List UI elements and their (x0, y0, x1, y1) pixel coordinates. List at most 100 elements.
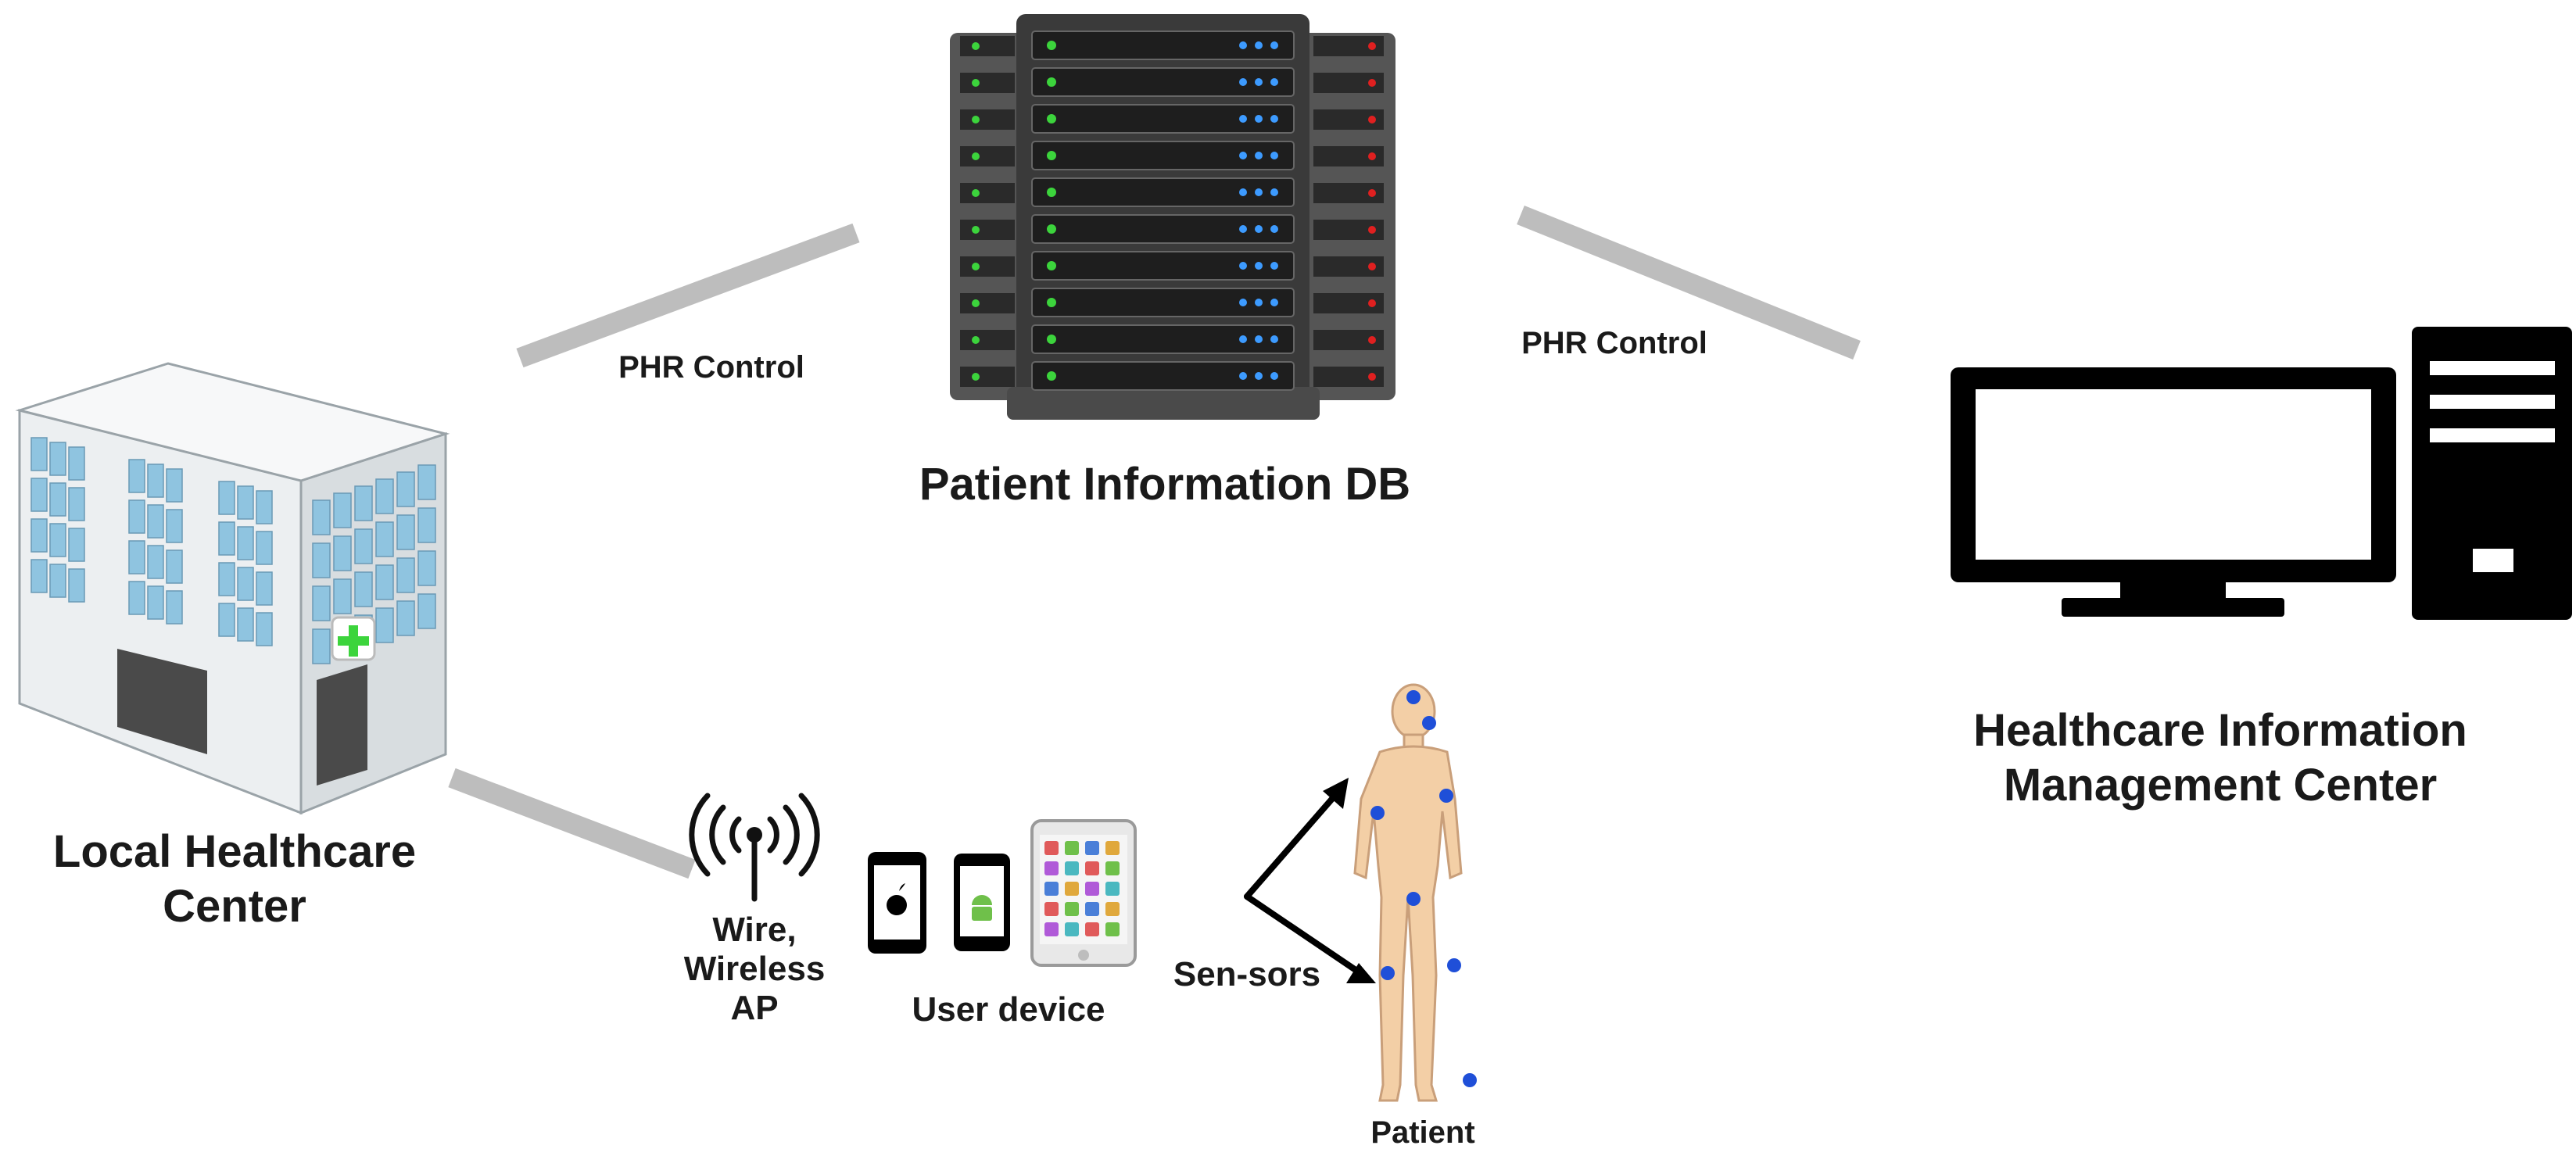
iphone-icon (868, 852, 926, 954)
app-icon (1085, 902, 1099, 916)
ap-label-line3: AP (730, 989, 779, 1027)
window (333, 578, 352, 614)
window (68, 446, 85, 481)
app-icon (1065, 861, 1079, 875)
ap-label: Wire, Wireless AP (672, 911, 837, 1028)
info-center-label: Healthcare Information Management Center (1876, 703, 2564, 813)
status-led-icon (1368, 336, 1376, 344)
status-led-icon (1368, 79, 1376, 87)
window (396, 471, 415, 507)
window (417, 464, 436, 500)
activity-led-icon (1270, 188, 1278, 196)
status-led-icon (1047, 151, 1056, 160)
patient-label: Patient (1370, 1115, 1475, 1150)
window (256, 612, 273, 646)
window (375, 521, 394, 557)
status-led-icon (972, 42, 980, 50)
activity-led-icon (1255, 372, 1263, 380)
activity-led-icon (1255, 335, 1263, 343)
server-slot-side (960, 293, 1015, 313)
status-led-icon (1047, 41, 1056, 50)
window (49, 482, 66, 517)
link-db-center (1517, 205, 1861, 360)
window (375, 478, 394, 514)
sensor-dot-icon (1381, 966, 1395, 980)
window (68, 528, 85, 562)
local-center-label: Local Healthcare Center (0, 825, 469, 934)
activity-led-icon (1255, 152, 1263, 159)
status-led-icon (1368, 263, 1376, 270)
sensor-dot-icon (1406, 892, 1421, 906)
status-led-icon (972, 226, 980, 234)
window (147, 464, 164, 498)
status-led-icon (1047, 77, 1056, 87)
activity-led-icon (1270, 115, 1278, 123)
server-rack-icon (950, 14, 1395, 420)
window (218, 481, 235, 515)
window (256, 571, 273, 606)
activity-led-icon (1255, 78, 1263, 86)
server-slot-side (960, 330, 1015, 350)
window (218, 521, 235, 556)
sensor-dot-icon (1370, 806, 1385, 820)
app-icon (1065, 882, 1079, 896)
status-led-icon (1368, 226, 1376, 234)
server-slot-side (960, 109, 1015, 130)
app-icon (1044, 922, 1059, 936)
server-slot (1031, 324, 1295, 354)
window (166, 549, 183, 584)
server-slot (1031, 177, 1295, 207)
activity-led-icon (1255, 262, 1263, 270)
activity-led-icon (1239, 335, 1247, 343)
activity-led-icon (1239, 262, 1247, 270)
status-led-icon (972, 299, 980, 307)
app-icon (1105, 902, 1120, 916)
server-slot-side (960, 183, 1015, 203)
server-slot (1031, 104, 1295, 134)
server-slot (1031, 214, 1295, 244)
sensor-dot-icon (1447, 958, 1461, 972)
window (68, 568, 85, 603)
app-icon (1065, 841, 1079, 855)
window (30, 559, 48, 593)
ap-label-line2: Wireless (683, 950, 826, 988)
activity-led-icon (1270, 225, 1278, 233)
app-icon (1065, 902, 1079, 916)
activity-led-icon (1255, 115, 1263, 123)
window (128, 540, 145, 574)
activity-led-icon (1239, 41, 1247, 49)
server-slot (1031, 288, 1295, 317)
activity-led-icon (1239, 188, 1247, 196)
window (49, 564, 66, 598)
sensor-dot-icon (1463, 1073, 1477, 1087)
window (312, 542, 331, 578)
window (333, 535, 352, 571)
window (256, 490, 273, 524)
activity-led-icon (1255, 188, 1263, 196)
status-led-icon (972, 263, 980, 270)
window (312, 499, 331, 535)
info-center-label-line2: Management Center (2003, 760, 2438, 811)
status-led-icon (972, 79, 980, 87)
patient-body-figure (1353, 683, 1463, 1102)
window (128, 499, 145, 534)
sensor-dots (1370, 690, 1477, 1087)
sensor-dot-icon (1439, 789, 1453, 803)
window (354, 485, 373, 521)
window (30, 437, 48, 471)
window (49, 442, 66, 476)
user-device-label: User device (912, 990, 1105, 1029)
app-icon (1044, 882, 1059, 896)
app-icon (1044, 841, 1059, 855)
window (237, 607, 254, 642)
window (396, 514, 415, 550)
activity-led-icon (1239, 225, 1247, 233)
activity-led-icon (1270, 299, 1278, 306)
status-led-icon (1047, 114, 1056, 123)
server-slot-side (960, 36, 1015, 56)
arrowhead-down (1346, 963, 1376, 983)
status-led-icon (1368, 189, 1376, 197)
server-slot (1031, 361, 1295, 391)
status-led-icon (1368, 116, 1376, 123)
status-led-icon (972, 189, 980, 197)
